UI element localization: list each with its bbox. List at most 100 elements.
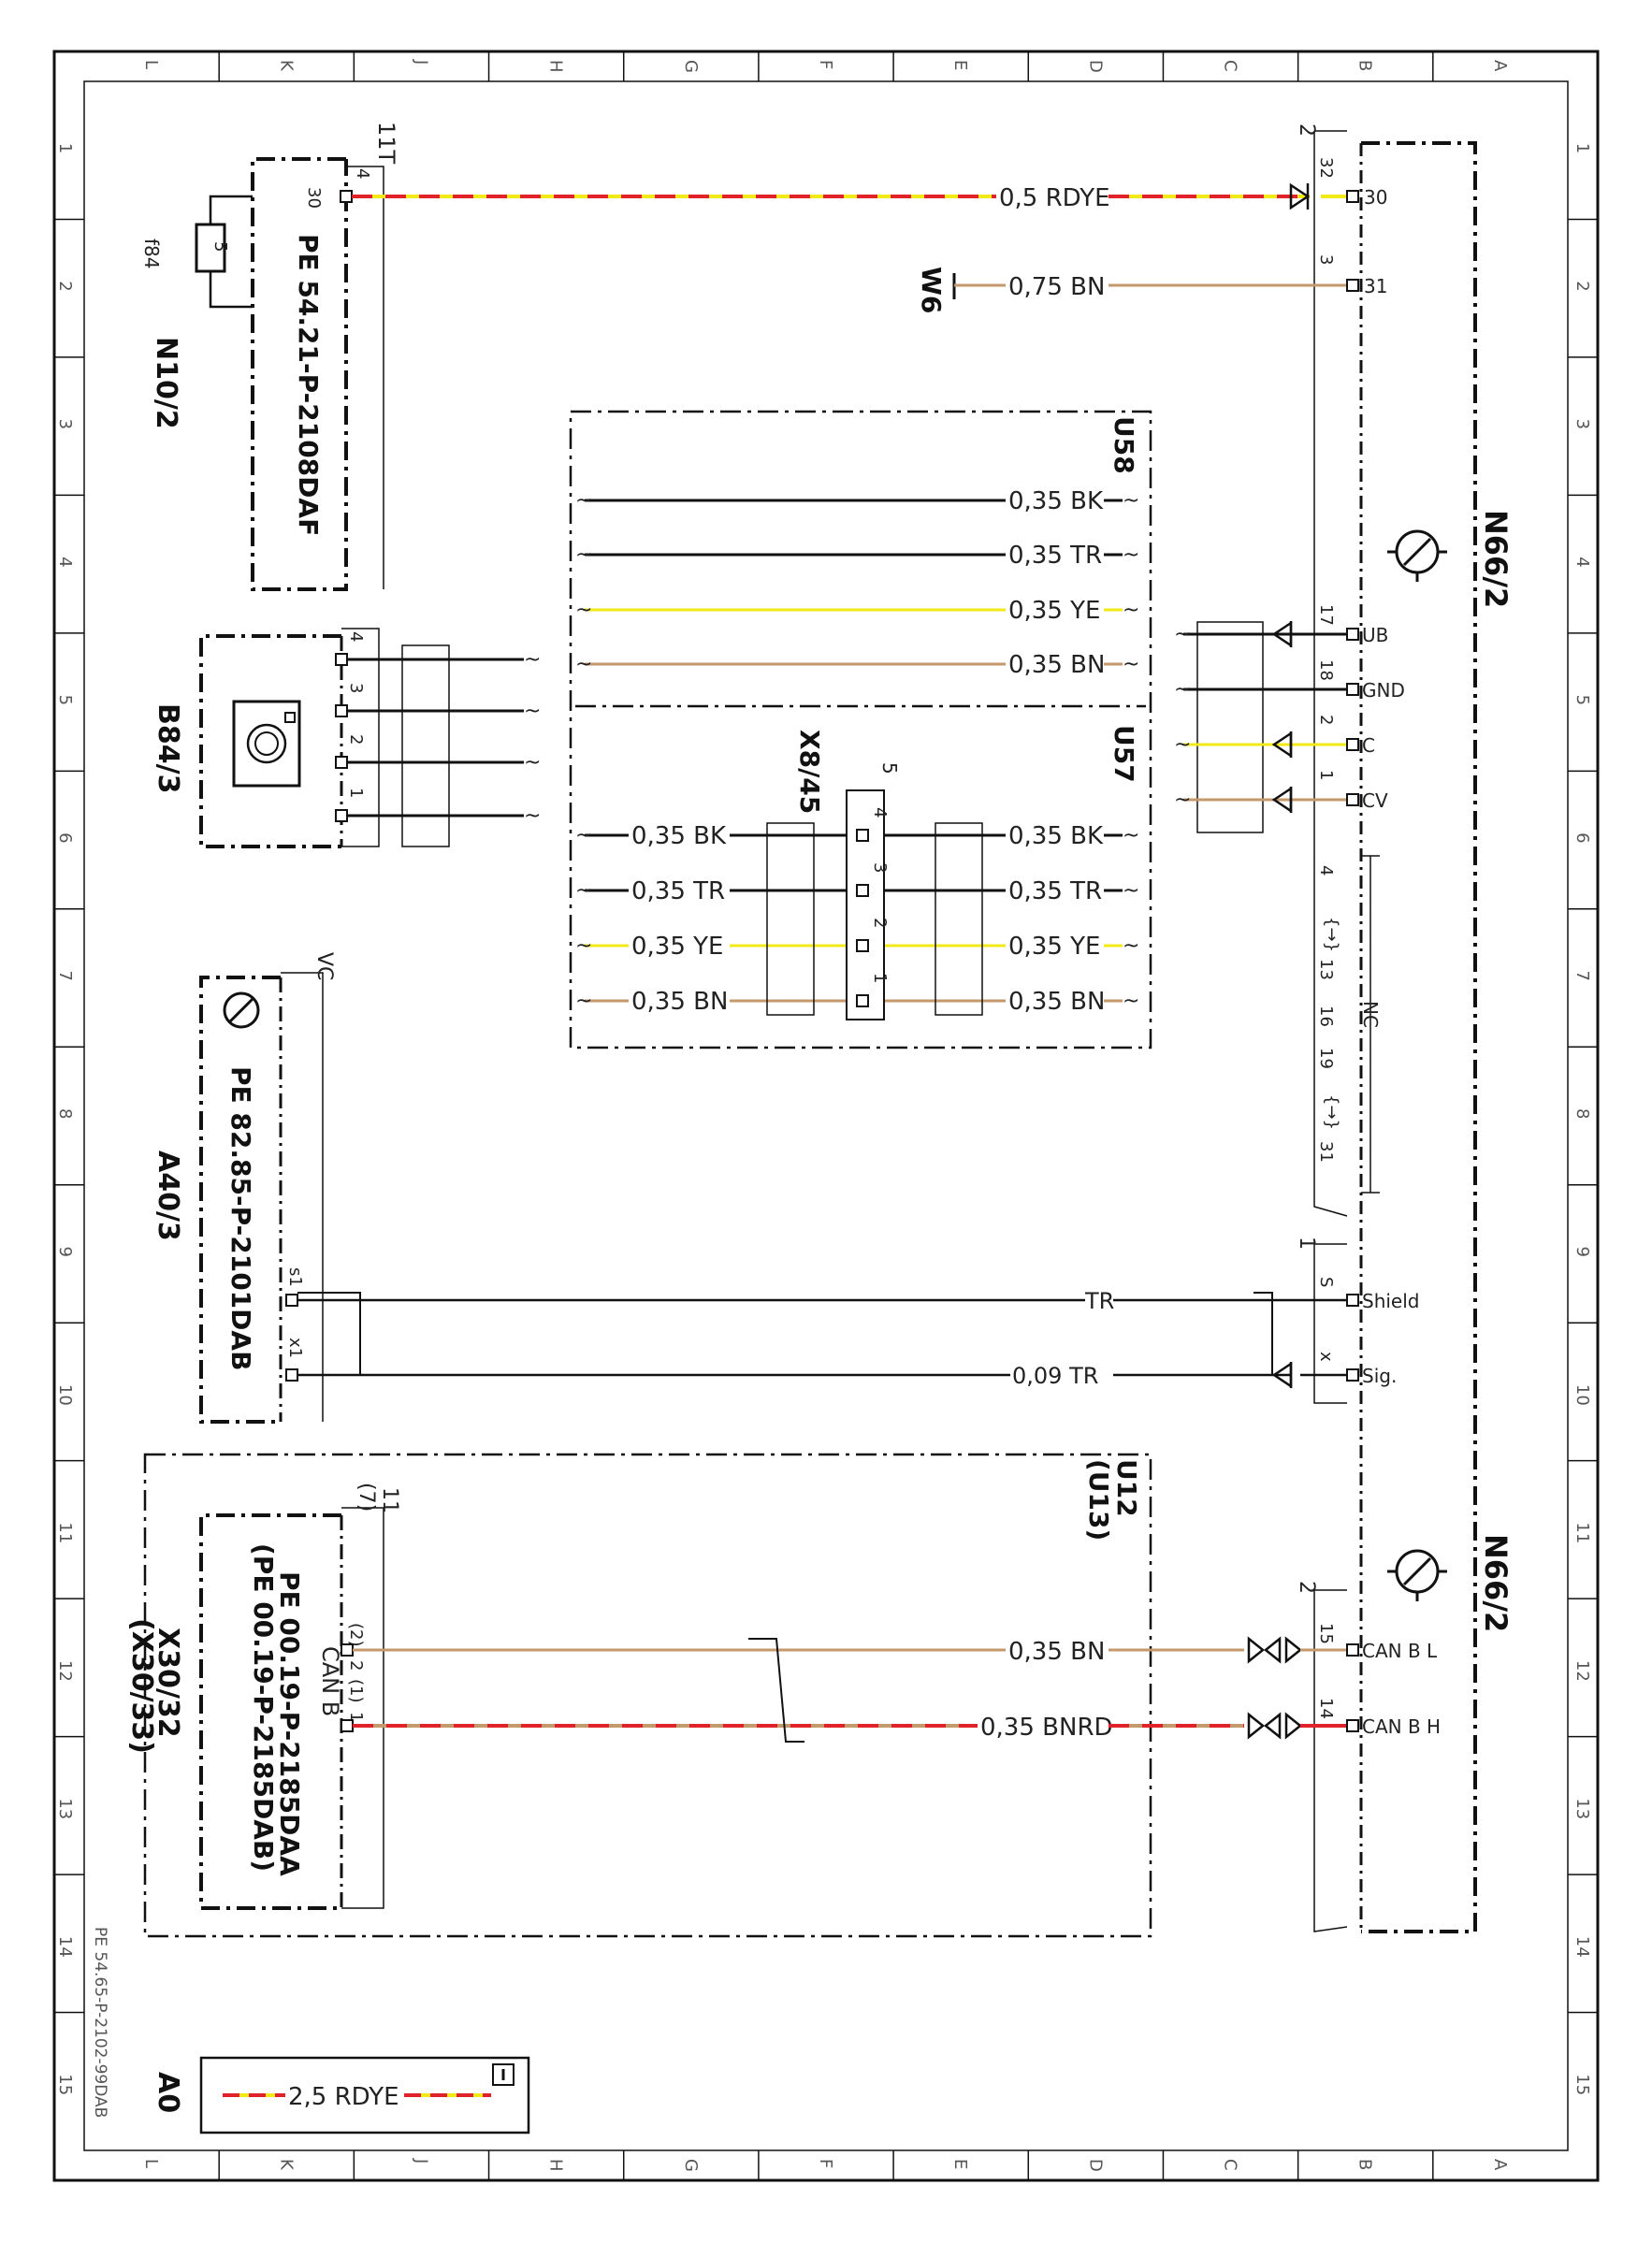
n66-2-unit: N66/2 N66/2 bbox=[1359, 141, 1514, 1933]
pin-terminal bbox=[341, 1719, 354, 1732]
a0-legend-label: 2,5 RDYE bbox=[288, 2083, 399, 2111]
wire-break-icon: ~ bbox=[1174, 623, 1191, 646]
wire-can-h-label: 0,35 BNRD bbox=[980, 1714, 1113, 1742]
pin-terminal bbox=[335, 653, 348, 666]
u13-label: (U13) bbox=[1083, 1459, 1114, 1541]
pin-terminal bbox=[335, 704, 348, 717]
nc-pin-label: 16 bbox=[1316, 1006, 1336, 1027]
grid-row-label: 6 bbox=[55, 832, 75, 843]
pin-terminal bbox=[856, 884, 869, 897]
n66-shield-connector bbox=[1313, 1244, 1347, 1404]
grid-row-label: 4 bbox=[1572, 557, 1592, 567]
wire-break-icon: ~ bbox=[1174, 678, 1191, 702]
x8-45-pin-label: 2 bbox=[870, 918, 890, 928]
nc-pin-label: 4 bbox=[1316, 865, 1336, 875]
n66-2-top-label: N66/2 bbox=[1478, 510, 1514, 608]
u57-right-wire-label: 0,35 BK bbox=[1008, 822, 1104, 850]
pin-31-label: 31 bbox=[1364, 275, 1387, 297]
pin-terminal bbox=[285, 1368, 298, 1382]
n66-2-outline bbox=[1361, 141, 1477, 1933]
grid-row-label: 12 bbox=[1572, 1660, 1592, 1682]
u57-right-shielded-cable bbox=[935, 822, 983, 1016]
x30-32-outline bbox=[199, 1513, 341, 1910]
grid-row-label: 9 bbox=[1572, 1246, 1592, 1256]
x30-plug-label: 11 bbox=[378, 1487, 401, 1513]
fuse-label: f84 bbox=[140, 239, 163, 269]
wire-break-icon: ~ bbox=[1123, 879, 1139, 903]
pin-terminal bbox=[1346, 628, 1359, 641]
x8-45-pin-label: 3 bbox=[870, 862, 890, 873]
n66-upper-connector bbox=[1313, 131, 1348, 1217]
grid-row-label: 6 bbox=[1572, 832, 1592, 843]
grid-row-label: 10 bbox=[1572, 1384, 1592, 1406]
u57-label: U57 bbox=[1109, 725, 1139, 783]
x8-45-connector bbox=[846, 789, 885, 1020]
control-unit-icon bbox=[1387, 529, 1447, 582]
ground-w6-label: W6 bbox=[916, 267, 947, 313]
b84-3-outline bbox=[199, 634, 341, 848]
n10-2-label: N10/2 bbox=[150, 337, 182, 429]
n66-cavity-label: 18 bbox=[1316, 659, 1336, 681]
grid-column-label: E bbox=[950, 60, 970, 70]
can-l-alt-cavity: (2) bbox=[346, 1623, 366, 1647]
pin-can-b-h-label: CAN B H bbox=[1362, 1715, 1441, 1738]
b84-3-unit: B84/3 4~3~2~1~ bbox=[152, 628, 541, 848]
grid-row-label: 11 bbox=[55, 1522, 75, 1543]
wire-break-icon: ~ bbox=[1123, 824, 1139, 847]
pin-terminal bbox=[856, 829, 869, 842]
pin-sig-label: Sig. bbox=[1362, 1365, 1397, 1387]
can-l-cavity: 2 bbox=[346, 1660, 366, 1671]
grid-column-label: B bbox=[1355, 60, 1375, 71]
x30-33-label: (X30/33) bbox=[125, 1618, 158, 1754]
grid-row-label: 10 bbox=[55, 1384, 75, 1406]
u12-outline bbox=[143, 1453, 1152, 1938]
wire-can-l-label: 0,35 BN bbox=[1008, 1638, 1105, 1666]
x30-32-connector: 11 (7) PE 00.19-P-2185DAA (PE 00.19-P-21… bbox=[125, 1483, 401, 1910]
wire-break-icon: ~ bbox=[524, 648, 541, 672]
grid-column-label: A bbox=[1490, 60, 1510, 72]
n66-pin-label: GND bbox=[1362, 679, 1405, 702]
pin-terminal bbox=[1346, 190, 1359, 203]
u12-label: U12 bbox=[1111, 1459, 1142, 1517]
nc-pin-label: 31 bbox=[1316, 1141, 1336, 1163]
inner-frame bbox=[83, 80, 1569, 2151]
grid-column-label: K bbox=[276, 60, 296, 72]
n66-cavity-label: 2 bbox=[1316, 715, 1336, 725]
wire-break-icon: ~ bbox=[1123, 990, 1139, 1013]
grid-column-label: D bbox=[1085, 2159, 1105, 2172]
u57-left-wire-label: 0,35 BN bbox=[631, 988, 728, 1016]
b84-3-pins: 4~3~2~1~ bbox=[335, 631, 541, 828]
n66-lower-connector bbox=[1313, 1590, 1348, 1932]
b84-3-label: B84/3 bbox=[152, 703, 184, 793]
grid-row-label: 4 bbox=[55, 557, 75, 567]
x8-45-label: X8/45 bbox=[794, 730, 825, 814]
pin-can-b-l-label: CAN B L bbox=[1362, 1640, 1438, 1662]
a40-3-reference: PE 82.85-P-2101DAB bbox=[225, 1066, 256, 1370]
control-unit-icon bbox=[1387, 1549, 1447, 1601]
grid-column-label: L bbox=[141, 2159, 161, 2168]
grid-column-label: F bbox=[816, 2159, 835, 2168]
harness-outline bbox=[569, 410, 1152, 1049]
wire-break-icon: ~ bbox=[575, 543, 592, 567]
grid-column-label: E bbox=[950, 2159, 970, 2169]
grid-row-label: 8 bbox=[1572, 1108, 1592, 1119]
wire-shield: TR S Shield bbox=[285, 1277, 1419, 1376]
n66-shield-plug-number: 1 bbox=[1295, 1237, 1318, 1250]
wire-break-icon: ~ bbox=[1123, 543, 1139, 567]
wire-break-icon: ~ bbox=[1123, 653, 1139, 676]
wire-sig-label: 0,09 TR bbox=[1012, 1363, 1098, 1389]
grid-column-label: D bbox=[1085, 60, 1105, 73]
pin-terminal bbox=[335, 809, 348, 822]
harness-block: U58 U57 0,35 BK~~0,35 TR~~0,35 YE~~0,35 … bbox=[569, 410, 1152, 1049]
n10-2-reference: PE 54.21-P-2108DAF bbox=[293, 234, 324, 536]
grid-row-label: 7 bbox=[1572, 971, 1592, 981]
grid-row-label: 3 bbox=[1572, 419, 1592, 429]
